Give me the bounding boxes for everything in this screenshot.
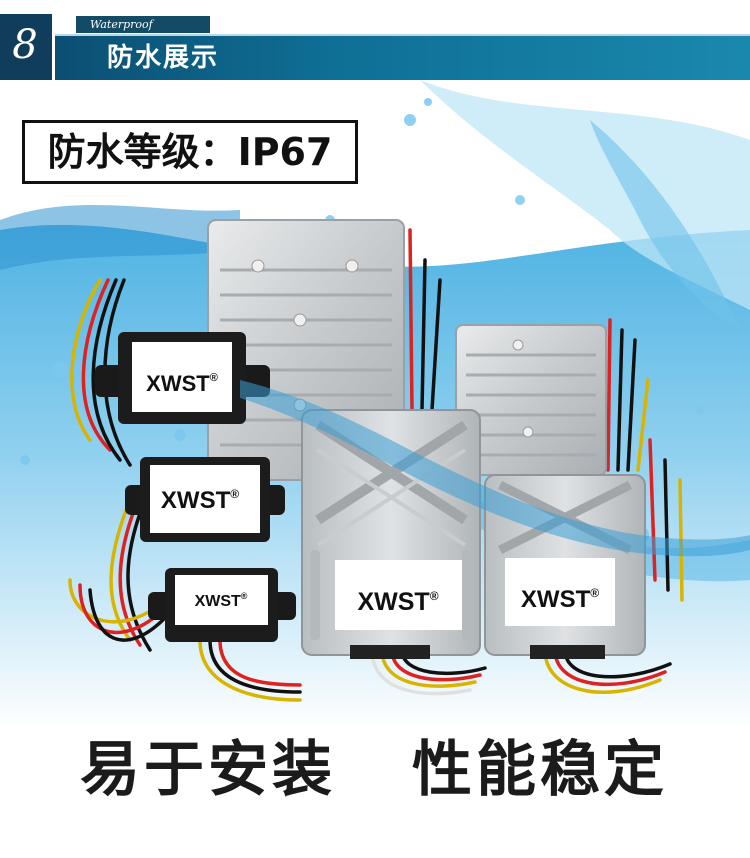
waterproof-rating-box: 防水等级：IP67 bbox=[22, 120, 358, 184]
black-module-2: XWST® bbox=[125, 457, 285, 542]
section-number-badge: 8 bbox=[0, 14, 52, 80]
slogan-easy-install: 易于安装 bbox=[80, 735, 336, 805]
header-rule bbox=[55, 34, 750, 36]
header-bar: 防水展示 bbox=[55, 36, 750, 80]
brand-label-5: XWST® bbox=[521, 586, 599, 613]
section-title: 防水展示 bbox=[107, 43, 220, 73]
brand-label-4: XWST® bbox=[357, 588, 438, 616]
brand-label-2: XWST® bbox=[161, 487, 239, 514]
water-splash-curl bbox=[590, 120, 740, 330]
section-header: 8 Waterproof 防水展示 bbox=[0, 0, 750, 80]
product-water-scene: XWST® XWST® XWST® XWST® bbox=[0, 80, 750, 730]
brand-label-3: XWST® bbox=[195, 591, 248, 610]
water-stream bbox=[240, 380, 750, 557]
waterproof-rating-label: 防水等级：IP67 bbox=[47, 130, 333, 174]
section-tag: Waterproof bbox=[76, 16, 210, 33]
slogan-stable-performance: 性能稳定 bbox=[412, 735, 668, 805]
brand-label-1: XWST® bbox=[146, 371, 218, 396]
black-module-3: XWST® bbox=[148, 568, 296, 642]
water-wave bbox=[0, 204, 240, 270]
section-number-icon: 8 bbox=[12, 22, 38, 68]
black-module-1: XWST® bbox=[95, 332, 270, 424]
